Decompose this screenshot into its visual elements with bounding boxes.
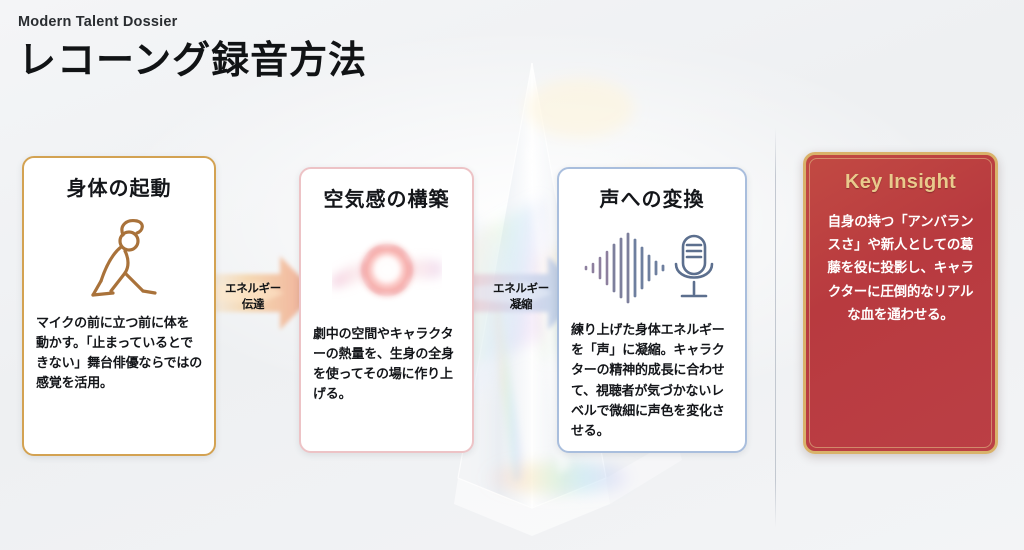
process-card-body-activation[interactable]: 身体の起動 マイクの前に立つ前に体を動かす。「止まっているとできない」舞台俳優な… [22,156,216,456]
key-insight-body: 自身の持つ「アンバランスさ」や新人としての葛藤を役に投影し、キャラクターに圧倒的… [827,214,974,322]
process-card-atmosphere[interactable]: 空気感の構築 [299,167,474,453]
section-divider [775,128,776,528]
card-body-text: 劇中の空間やキャラクターの熱量を、生身の全身を使ってその場に作り上げる。 [313,326,454,402]
process-card-voice-conversion[interactable]: 声への変換 [557,167,747,453]
waveform-microphone-icon [584,226,720,310]
key-insight-title: Key Insight [844,171,957,193]
eyebrow-label: Modern Talent Dossier [18,14,178,30]
card-title: 空気感の構築 [323,189,450,211]
card-body-text: マイクの前に立つ前に体を動かす。「止まっているとできない」舞台俳優ならではの感覚… [36,315,203,391]
card-title: 身体の起動 [66,178,172,200]
page-header: Modern Talent Dossier レコーング録音方法 [18,14,367,80]
card-title: 声への変換 [599,189,705,211]
card-body-text: 練り上げた身体エネルギーを「声」に凝縮。キャラクターの精神的成長に合わせて、視聴… [571,322,725,438]
glowing-orb-icon [331,226,442,314]
key-insight-panel[interactable]: Key Insight 自身の持つ「アンバランスさ」や新人としての葛藤を役に投影… [803,152,998,454]
stretching-figure-icon [71,215,167,303]
page-title: レコーング録音方法 [18,40,368,82]
